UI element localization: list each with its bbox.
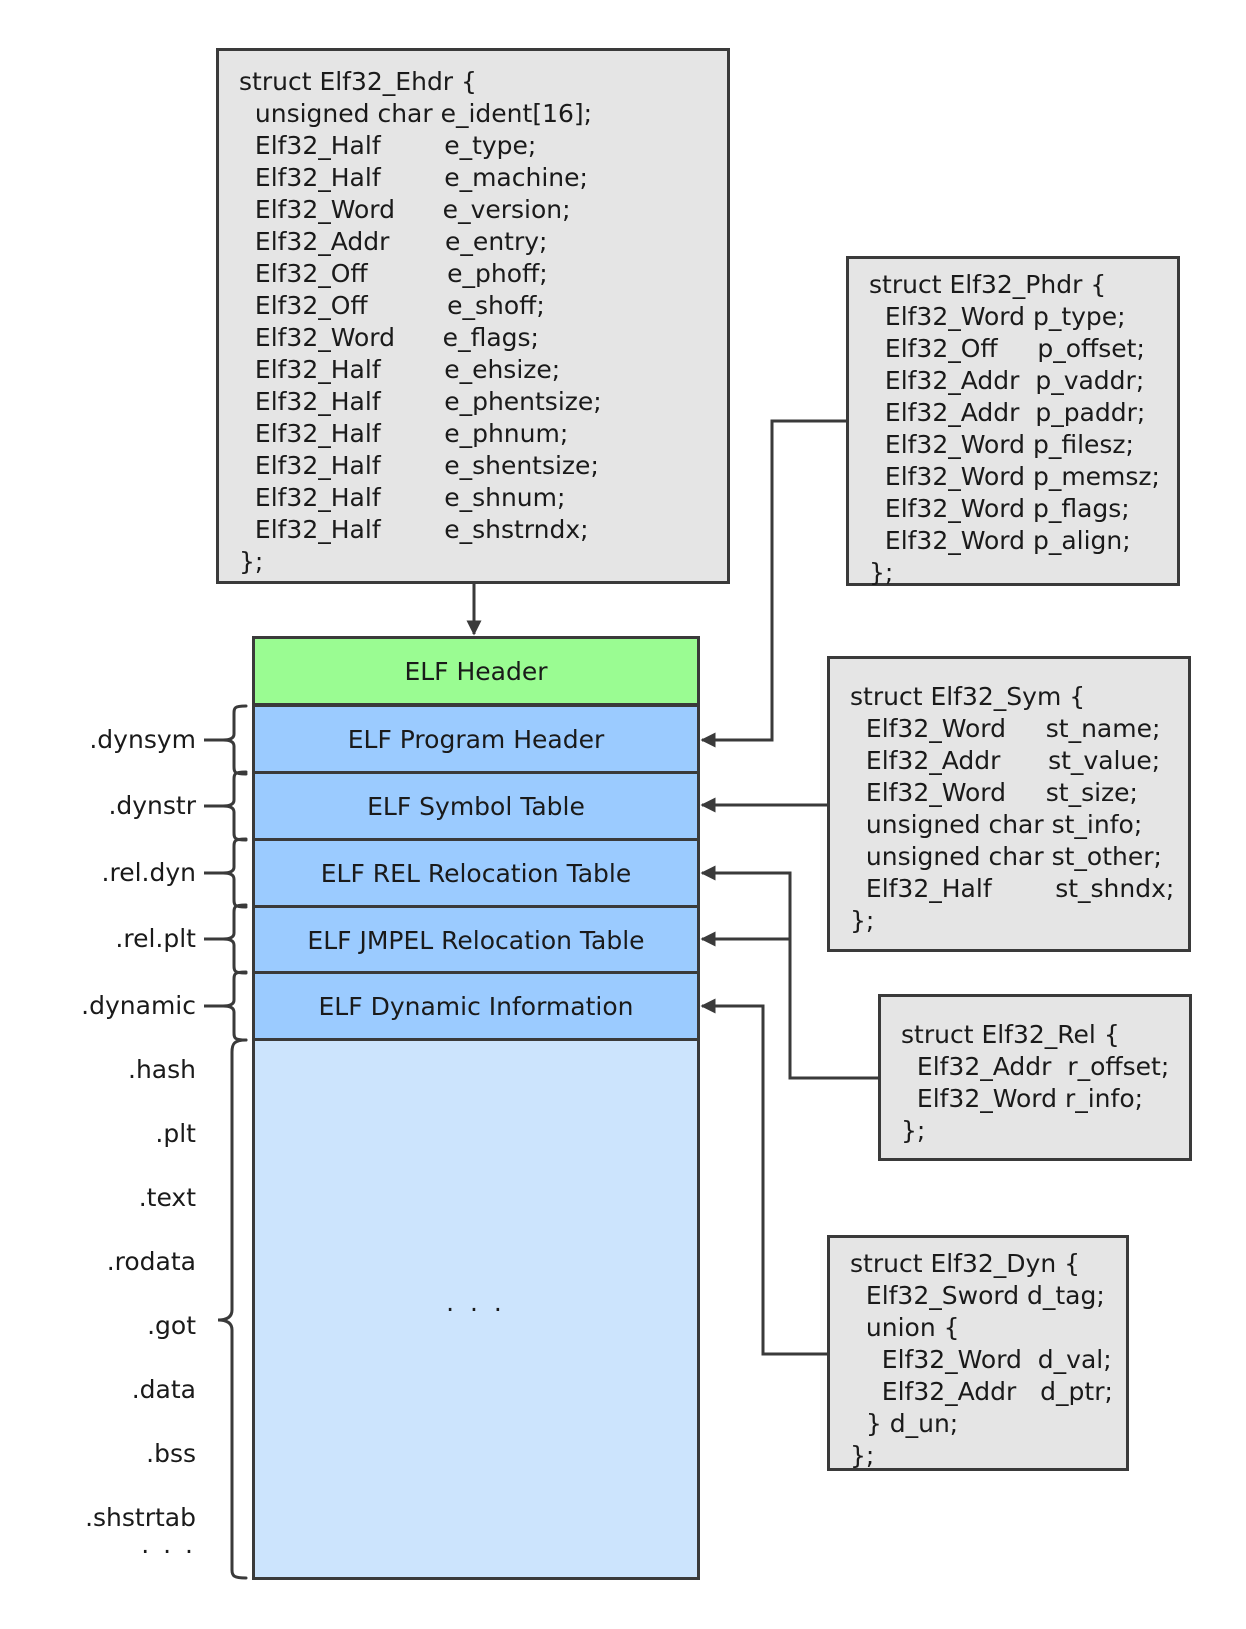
segment-elf-header: ELF Header (252, 636, 700, 706)
ehdr-struct-line: Elf32_Half e_phentsize; (239, 387, 602, 416)
section-label-rel-dyn: .rel.dyn (101, 858, 196, 887)
rel-struct-line: Elf32_Addr r_offset; (901, 1052, 1170, 1081)
phdr-struct-line: struct Elf32_Phdr { (869, 270, 1107, 299)
phdr-struct-line: Elf32_Addr p_paddr; (869, 398, 1146, 427)
brace-rel-plt (222, 903, 248, 975)
ehdr-struct-line: Elf32_Addr e_entry; (239, 227, 548, 256)
elf32-phdr-box: struct Elf32_Phdr { Elf32_Word p_type; E… (846, 256, 1180, 587)
elf32-dyn-box: struct Elf32_Dyn { Elf32_Sword d_tag; un… (827, 1235, 1129, 1471)
sym-struct-line: Elf32_Word st_size; (850, 778, 1138, 807)
elf32-rel-box: struct Elf32_Rel { Elf32_Addr r_offset; … (878, 994, 1192, 1161)
dyn-struct-line: Elf32_Addr d_ptr; (850, 1377, 1113, 1406)
brace-remaining (217, 1038, 248, 1580)
section-label-dynamic: .dynamic (81, 991, 196, 1020)
phdr-struct-line: Elf32_Word p_flags; (869, 494, 1130, 523)
sym-struct-line: Elf32_Word st_name; (850, 714, 1161, 743)
segment-program-header-label: ELF Program Header (347, 724, 605, 754)
phdr-struct-line: }; (869, 558, 894, 587)
phdr-arrow (700, 419, 846, 748)
rel-struct-line: struct Elf32_Rel { (901, 1020, 1120, 1049)
ehdr-struct-line: Elf32_Off e_shoff; (239, 291, 545, 320)
dyn-struct-line: }; (850, 1441, 875, 1470)
dyn-arrow (700, 998, 827, 1356)
section-label-got: .got (147, 1311, 196, 1340)
ehdr-struct-line: Elf32_Half e_shentsize; (239, 451, 599, 480)
section-label-plt: .plt (155, 1119, 196, 1148)
phdr-struct-line: Elf32_Word p_align; (869, 526, 1131, 555)
ehdr-struct-line: Elf32_Half e_shstrndx; (239, 515, 589, 544)
ehdr-struct-line: Elf32_Half e_machine; (239, 163, 588, 192)
dyn-struct-line: union { (850, 1313, 960, 1342)
elf32-sym-box: struct Elf32_Sym { Elf32_Word st_name; E… (827, 656, 1191, 952)
brace-dynstr (222, 770, 248, 842)
section-label-hash: .hash (128, 1055, 196, 1084)
section-label-more: · · · (141, 1537, 196, 1566)
brace-rel-dyn (222, 837, 248, 909)
segment-symbol-table-label: ELF Symbol Table (367, 791, 585, 821)
rel-struct-line: Elf32_Word r_info; (901, 1084, 1144, 1113)
ehdr-struct-line: unsigned char e_ident[16]; (239, 99, 593, 128)
segment-elf-header-label: ELF Header (404, 656, 548, 686)
segment-dynamic-info: ELF Dynamic Information (252, 971, 700, 1041)
sym-struct-line: Elf32_Half st_shndx; (850, 874, 1175, 903)
section-label-data: .data (131, 1375, 196, 1404)
ehdr-struct-line: Elf32_Half e_shnum; (239, 483, 566, 512)
ehdr-struct-line: Elf32_Half e_type; (239, 131, 537, 160)
segment-program-header: ELF Program Header (252, 704, 700, 774)
sym-struct-line: Elf32_Addr st_value; (850, 746, 1161, 775)
segment-rel-table-label: ELF REL Relocation Table (320, 858, 632, 888)
sym-struct-line: unsigned char st_other; (850, 842, 1162, 871)
section-label-rel-plt: .rel.plt (115, 924, 196, 953)
brace-dynamic (222, 970, 248, 1042)
dyn-struct-line: Elf32_Sword d_tag; (850, 1281, 1105, 1310)
rel-arrow-reldyn (700, 865, 878, 1080)
sym-struct-line: unsigned char st_info; (850, 810, 1143, 839)
ehdr-struct-line: Elf32_Word e_version; (239, 195, 571, 224)
section-label-rodata: .rodata (106, 1247, 196, 1276)
segment-rel-table: ELF REL Relocation Table (252, 838, 700, 908)
dyn-struct-line: Elf32_Word d_val; (850, 1345, 1112, 1374)
ehdr-struct-line: Elf32_Half e_ehsize; (239, 355, 561, 384)
section-label-dynstr: .dynstr (108, 791, 196, 820)
section-label-shstrtab: .shstrtab (85, 1503, 196, 1532)
segment-jmprel-table-label: ELF JMPEL Relocation Table (307, 925, 645, 955)
segment-remaining: · · · (252, 1038, 700, 1580)
segment-remaining-label: · · · (446, 1294, 506, 1324)
segment-dynamic-info-label: ELF Dynamic Information (318, 991, 634, 1021)
elf32-ehdr-box: struct Elf32_Ehdr { unsigned char e_iden… (216, 48, 730, 584)
ehdr-struct-line: struct Elf32_Ehdr { (239, 67, 477, 96)
phdr-struct-line: Elf32_Addr p_vaddr; (869, 366, 1145, 395)
sym-struct-line: struct Elf32_Sym { (850, 682, 1086, 711)
segment-symbol-table: ELF Symbol Table (252, 771, 700, 841)
section-label-bss: .bss (146, 1439, 196, 1468)
section-label-dynsym: .dynsym (89, 725, 196, 754)
phdr-struct-line: Elf32_Word p_memsz; (869, 462, 1160, 491)
segment-jmprel-table: ELF JMPEL Relocation Table (252, 905, 700, 975)
ehdr-struct-line: Elf32_Off e_phoff; (239, 259, 548, 288)
phdr-struct-line: Elf32_Word p_type; (869, 302, 1126, 331)
phdr-struct-line: Elf32_Word p_filesz; (869, 430, 1134, 459)
dyn-struct-line: struct Elf32_Dyn { (850, 1249, 1081, 1278)
brace-dynsym (222, 704, 248, 776)
dyn-struct-line: } d_un; (850, 1409, 959, 1438)
ehdr-struct-line: }; (239, 547, 264, 576)
section-label-text: .text (138, 1183, 196, 1212)
ehdr-struct-line: Elf32_Word e_flags; (239, 323, 539, 352)
sym-struct-line: }; (850, 906, 875, 935)
ehdr-struct-line: Elf32_Half e_phnum; (239, 419, 569, 448)
phdr-struct-line: Elf32_Off p_offset; (869, 334, 1145, 363)
rel-struct-line: }; (901, 1116, 926, 1145)
